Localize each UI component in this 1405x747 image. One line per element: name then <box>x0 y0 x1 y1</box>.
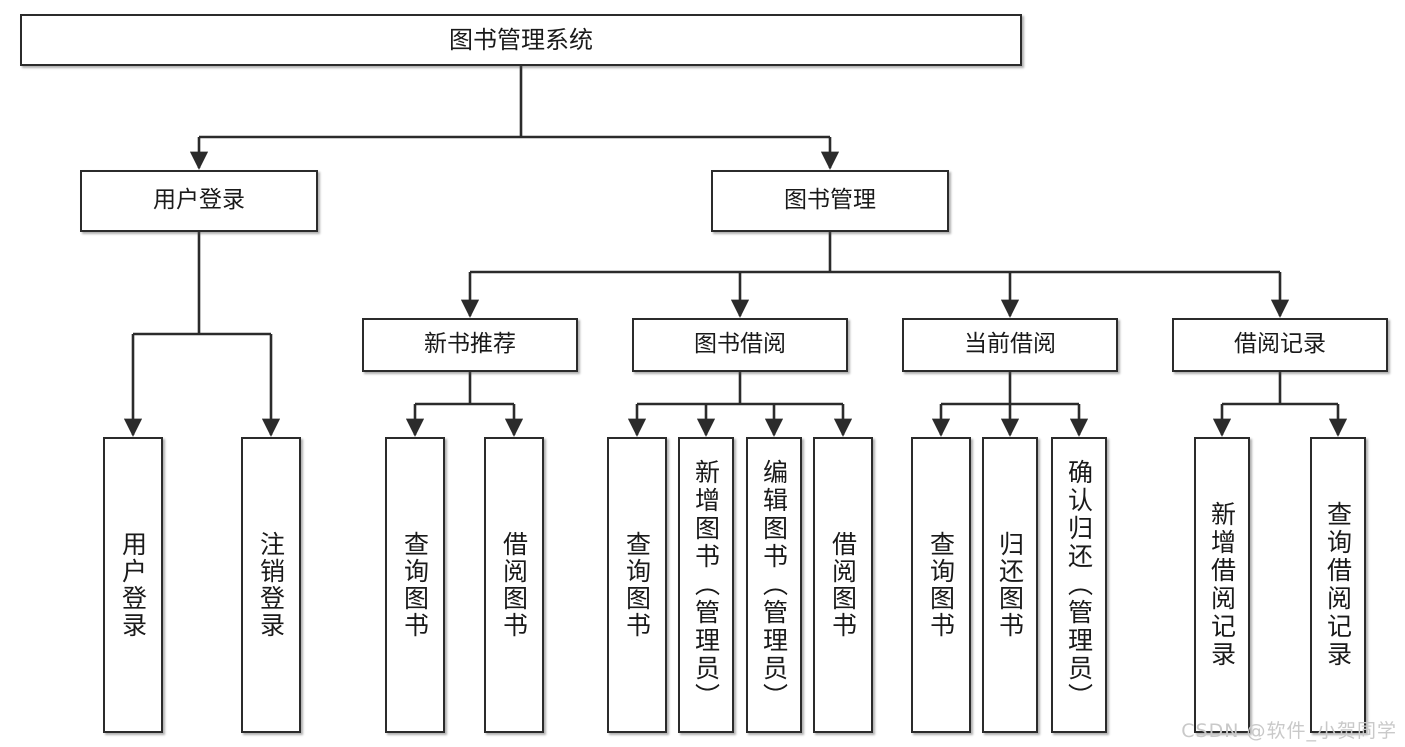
node-borrow-record[interactable]: 借阅记录 <box>1172 318 1388 372</box>
node-user-login[interactable]: 用户登录 <box>80 170 318 232</box>
node-leaf-query-book-3[interactable]: 查询图书 <box>911 437 971 733</box>
node-leaf-return-book[interactable]: 归还图书 <box>982 437 1038 733</box>
node-root[interactable]: 图书管理系统 <box>20 14 1022 66</box>
node-leaf-user-login-label: 用户登录 <box>118 531 148 639</box>
node-leaf-user-logout-label: 注销登录 <box>256 531 286 639</box>
node-leaf-query-book-1[interactable]: 查询图书 <box>385 437 445 733</box>
node-leaf-confirm-return[interactable]: 确认归还（管理员） <box>1051 437 1107 733</box>
node-leaf-return-book-label: 归还图书 <box>995 531 1025 639</box>
node-new-book-rec-label: 新书推荐 <box>424 331 516 358</box>
node-leaf-edit-book-label: 编辑图书（管理员） <box>759 459 789 711</box>
node-borrow-record-label: 借阅记录 <box>1234 331 1326 358</box>
node-leaf-edit-book[interactable]: 编辑图书（管理员） <box>746 437 802 733</box>
node-leaf-add-record[interactable]: 新增借阅记录 <box>1194 437 1250 733</box>
node-leaf-borrow-book-2-label: 借阅图书 <box>828 531 858 639</box>
node-leaf-add-record-label: 新增借阅记录 <box>1207 501 1237 669</box>
node-leaf-query-book-2[interactable]: 查询图书 <box>607 437 667 733</box>
node-root-label: 图书管理系统 <box>449 25 593 54</box>
node-user-login-label: 用户登录 <box>153 187 245 214</box>
node-leaf-confirm-return-label: 确认归还（管理员） <box>1064 459 1094 711</box>
node-leaf-user-logout[interactable]: 注销登录 <box>241 437 301 733</box>
node-book-borrow[interactable]: 图书借阅 <box>632 318 848 372</box>
node-leaf-borrow-book-1-label: 借阅图书 <box>499 531 529 639</box>
node-leaf-borrow-book-2[interactable]: 借阅图书 <box>813 437 873 733</box>
node-book-manage-label: 图书管理 <box>784 187 876 214</box>
node-current-borrow[interactable]: 当前借阅 <box>902 318 1118 372</box>
node-leaf-query-record-label: 查询借阅记录 <box>1323 501 1353 669</box>
node-current-borrow-label: 当前借阅 <box>964 331 1056 358</box>
node-leaf-borrow-book-1[interactable]: 借阅图书 <box>484 437 544 733</box>
node-leaf-add-book-label: 新增图书（管理员） <box>691 459 721 711</box>
node-leaf-query-book-1-label: 查询图书 <box>400 531 430 639</box>
node-leaf-add-book[interactable]: 新增图书（管理员） <box>678 437 734 733</box>
node-book-manage[interactable]: 图书管理 <box>711 170 949 232</box>
node-leaf-query-record[interactable]: 查询借阅记录 <box>1310 437 1366 733</box>
node-leaf-user-login[interactable]: 用户登录 <box>103 437 163 733</box>
node-leaf-query-book-3-label: 查询图书 <box>926 531 956 639</box>
node-book-borrow-label: 图书借阅 <box>694 331 786 358</box>
node-new-book-rec[interactable]: 新书推荐 <box>362 318 578 372</box>
node-leaf-query-book-2-label: 查询图书 <box>622 531 652 639</box>
